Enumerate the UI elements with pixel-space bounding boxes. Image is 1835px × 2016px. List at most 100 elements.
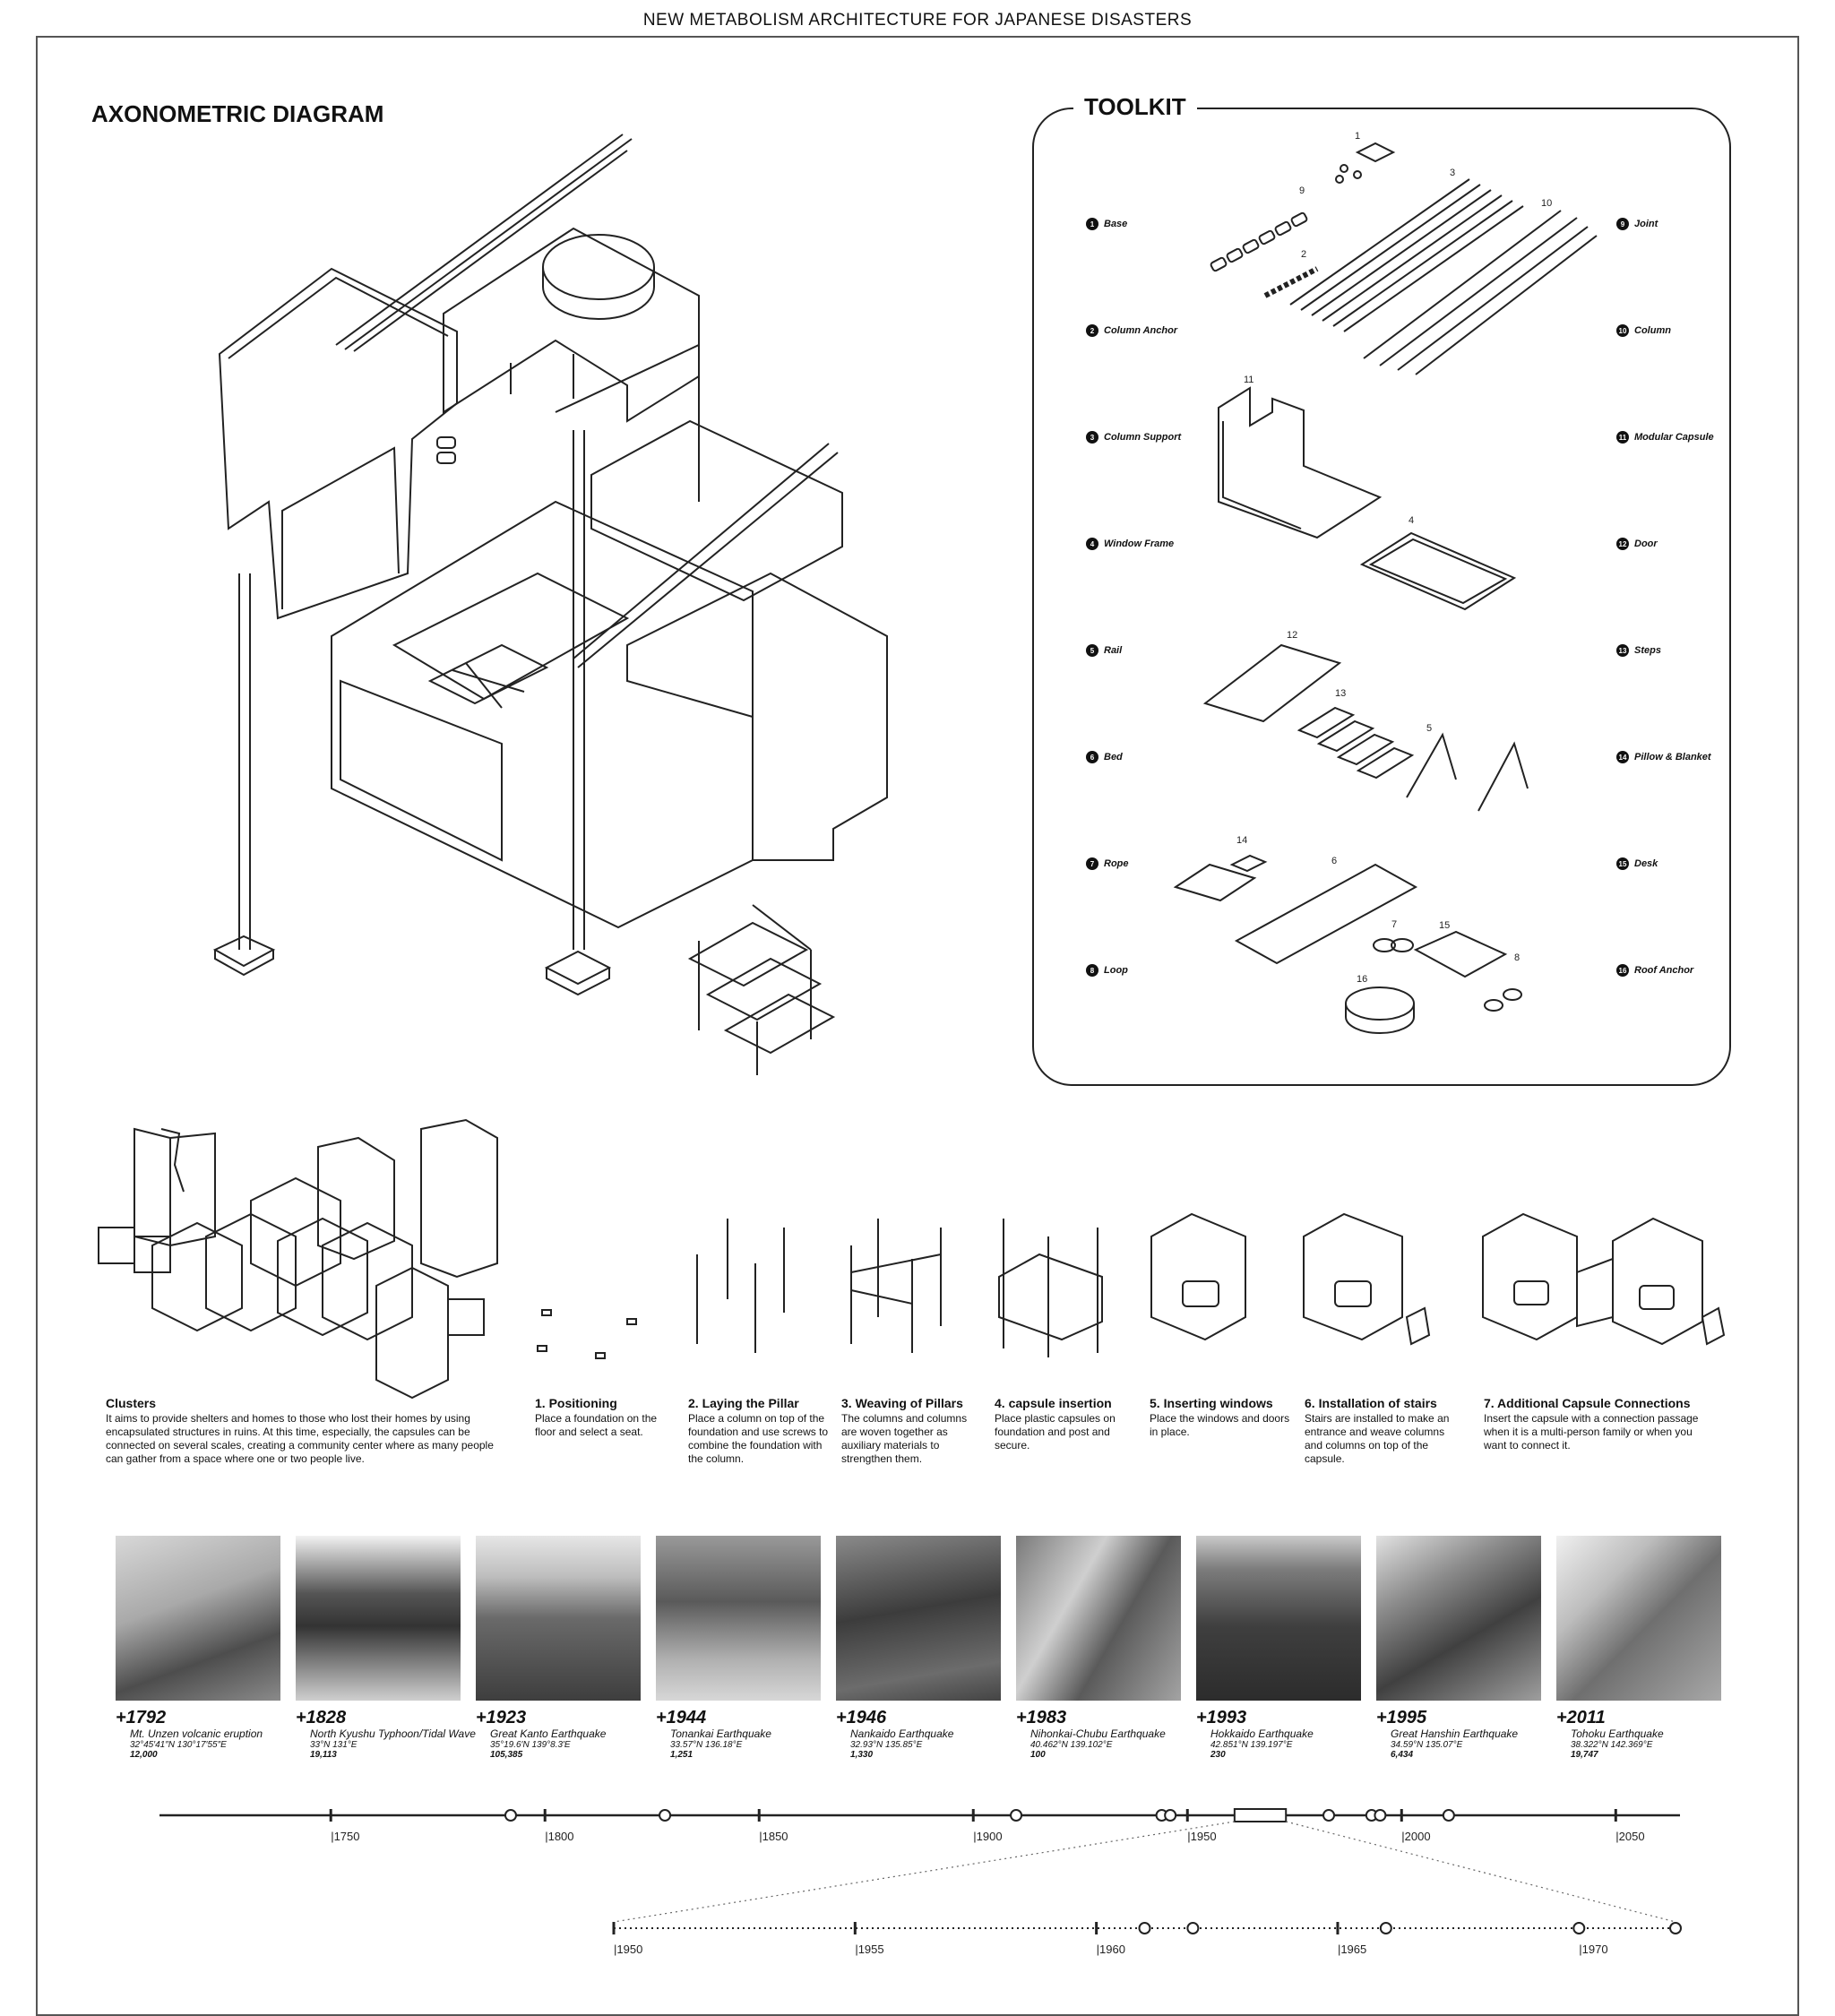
toolkit-title: TOOLKIT (1073, 93, 1197, 121)
svg-text:10: 10 (1541, 198, 1552, 209)
disaster-year: +1995 (1376, 1708, 1427, 1727)
timeline-main-tick-label: |1900 (973, 1830, 1002, 1843)
step-title: 4. capsule insertion (995, 1396, 1112, 1410)
step-6: 6. Installation of stairs Stairs are ins… (1305, 1396, 1457, 1466)
svg-text:9: 9 (1299, 185, 1305, 196)
step-3: 3. Weaving of Pillars The columns and co… (841, 1396, 985, 1466)
timeline-main-tick-label: |1950 (1187, 1830, 1216, 1843)
svg-text:11: 11 (1244, 375, 1253, 385)
disaster-card: +1828 North Kyushu Typhoon/Tidal Wave 33… (296, 1536, 476, 1760)
timeline-main-event-marker (1442, 1809, 1455, 1822)
step-4: 4. capsule insertion Place plastic capsu… (995, 1396, 1138, 1452)
disaster-coords: 34.59°N 135.07°E (1391, 1740, 1463, 1750)
step4-illustration (998, 1219, 1103, 1357)
disaster-photo (1196, 1536, 1361, 1701)
step6-illustration (1303, 1212, 1431, 1346)
disaster-name: Great Hanshin Earthquake (1391, 1727, 1519, 1740)
step-description: Place plastic capsules on foundation and… (995, 1412, 1116, 1452)
disaster-card: +1923 Great Kanto Earthquake 35°19.6′N 1… (476, 1536, 641, 1760)
step5-illustration (1150, 1212, 1246, 1341)
left-upper-capsule (218, 267, 458, 620)
disaster-deaths: 12,000 (130, 1750, 158, 1760)
disaster-card: +1792 Mt. Unzen volcanic eruption 32°45′… (116, 1536, 280, 1760)
step-description: The columns and columns are woven togeth… (841, 1412, 968, 1465)
timeline-zoom-event-marker (1379, 1922, 1392, 1934)
disaster-year: +1946 (836, 1708, 887, 1727)
step-title: 5. Inserting windows (1150, 1396, 1273, 1410)
disaster-year: +1944 (656, 1708, 707, 1727)
svg-text:1: 1 (1355, 131, 1360, 142)
timeline-zoom-guide (613, 1821, 1235, 1923)
disaster-coords: 33°N 131°E (310, 1740, 358, 1750)
page-title: NEW METABOLISM ARCHITECTURE FOR JAPANESE… (642, 11, 1193, 30)
disaster-name: Tonankai Earthquake (670, 1727, 771, 1740)
timeline-main-tick-label: |1850 (759, 1830, 788, 1843)
step-description: Place the windows and doors in place. (1150, 1412, 1290, 1438)
svg-text:6: 6 (1331, 856, 1337, 866)
step1-illustration (537, 1309, 637, 1359)
timeline-zoom-tick-label: |1970 (1579, 1943, 1607, 1956)
timeline-zoom-tick-label: |1955 (855, 1943, 883, 1956)
timeline-zoom-tick-label: |1950 (614, 1943, 642, 1956)
disaster-card: +2011 Tohoku Earthquake 38.322°N 142.369… (1556, 1536, 1721, 1760)
disaster-deaths: 1,330 (850, 1750, 874, 1760)
disaster-year: +1983 (1016, 1708, 1067, 1727)
toolkit-panel (1032, 108, 1731, 1086)
timeline-main-event-marker (1164, 1809, 1177, 1822)
step7-illustration (1482, 1212, 1726, 1346)
disaster-coords: 32°45′41″N 130°17′55″E (130, 1740, 227, 1750)
disaster-photo (296, 1536, 461, 1701)
axonometric-title: AXONOMETRIC DIAGRAM (91, 100, 384, 127)
disaster-card: +1995 Great Hanshin Earthquake 34.59°N 1… (1376, 1536, 1541, 1760)
step-1: 1. Positioning Place a foundation on the… (535, 1396, 678, 1439)
timeline-main-event-marker (1322, 1809, 1336, 1822)
disaster-photo (116, 1536, 280, 1701)
step-7: 7. Additional Capsule Connections Insert… (1484, 1396, 1717, 1452)
clusters-caption: Clusters It aims to provide shelters and… (106, 1396, 500, 1466)
svg-text:2: 2 (1301, 249, 1306, 260)
step-description: Insert the capsule with a connection pas… (1484, 1412, 1699, 1452)
disaster-card: +1983 Nihonkai-Chubu Earthquake 40.462°N… (1016, 1536, 1181, 1760)
svg-text:3: 3 (1450, 168, 1455, 178)
timeline-zoom-event-marker (1138, 1922, 1151, 1934)
step2-illustration (696, 1219, 785, 1353)
step-description: Place a column on top of the foundation … (688, 1412, 829, 1465)
toolkit-drawing: 1 2 3 4 5 6 7 8 9 10 11 12 13 14 15 16 (1173, 131, 1598, 1034)
disaster-photo (1376, 1536, 1541, 1701)
timeline-zoom-event-marker (1186, 1922, 1200, 1934)
disaster-photo (1016, 1536, 1181, 1701)
timeline-main-tick-label: |2000 (1401, 1830, 1430, 1843)
disaster-photo (656, 1536, 821, 1701)
timeline-zoom-tick-label: |1960 (1097, 1943, 1125, 1956)
step-title: 2. Laying the Pillar (688, 1396, 799, 1410)
disaster-name: Tohoku Earthquake (1571, 1727, 1664, 1740)
disaster-name: Great Kanto Earthquake (490, 1727, 607, 1740)
svg-text:7: 7 (1391, 919, 1397, 930)
disaster-deaths: 230 (1210, 1750, 1226, 1760)
disaster-year: +2011 (1556, 1708, 1606, 1727)
step3-illustration (850, 1219, 942, 1353)
disaster-timeline: |1750|1800|1850|1900|1950|2000|2050|1950… (159, 1808, 1682, 1956)
disaster-coords: 40.462°N 139.102°E (1030, 1740, 1113, 1750)
disaster-name: Nihonkai-Chubu Earthquake (1030, 1727, 1166, 1740)
timeline-main-tick-label: |1750 (331, 1830, 359, 1843)
disaster-name: North Kyushu Typhoon/Tidal Wave (310, 1727, 476, 1740)
disaster-photo (1556, 1536, 1721, 1701)
disaster-coords: 33.57°N 136.18°E (670, 1740, 743, 1750)
disaster-deaths: 6,434 (1391, 1750, 1414, 1760)
disaster-photo (836, 1536, 1001, 1701)
step-description: Place a foundation on the floor and sele… (535, 1412, 658, 1438)
disaster-deaths: 100 (1030, 1750, 1046, 1760)
timeline-main-event-marker (659, 1809, 672, 1822)
clusters-description: It aims to provide shelters and homes to… (106, 1412, 494, 1465)
disaster-name: Hokkaido Earthquake (1210, 1727, 1314, 1740)
